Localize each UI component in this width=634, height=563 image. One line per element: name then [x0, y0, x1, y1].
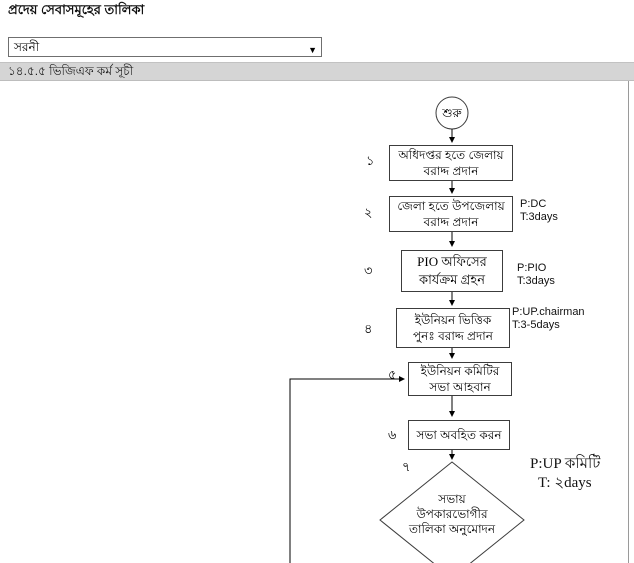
decision-line2: উপকারভোগীর	[416, 507, 488, 521]
flow-step-2-line1: জেলা হতে উপজেলায়	[397, 199, 505, 213]
content-right-border	[628, 81, 629, 563]
flow-step-2-box: জেলা হতে উপজেলায় বরাদ্দ প্রদান	[389, 196, 513, 232]
step-number-5: ৫	[388, 367, 397, 382]
section-header-text: ১৪.৫.৫ ভিজিএফ কর্ম সূচী	[8, 64, 134, 78]
flow-step-4-box: ইউনিয়ন ভিত্তিক পুনঃ বরাদ্দ প্রদান	[396, 308, 510, 348]
annotation-step-7-time: T: ২days	[538, 475, 592, 491]
flow-step-5-line2: সভা আহবান	[429, 380, 491, 394]
report-type-select[interactable]: সরনী ▼	[8, 37, 322, 57]
section-header-bar: ১৪.৫.৫ ভিজিএফ কর্ম সূচী	[0, 62, 634, 81]
annotation-step-2-time: T:3days	[520, 211, 558, 223]
annotation-step-3-person: P:PIO	[517, 262, 547, 274]
step-number-7: ৭	[402, 459, 411, 474]
annotation-step-3: P:PIO T:3days	[517, 262, 555, 288]
flow-step-1-line2: বরাদ্দ প্রদান	[423, 164, 479, 178]
page-title: প্রদেয় সেবাসমূহের তালিকা	[8, 2, 145, 17]
step-number-1: ১	[366, 153, 375, 168]
step-number-3: ৩	[364, 263, 373, 278]
chevron-down-icon[interactable]: ▼	[308, 45, 317, 55]
flow-step-2-line2: বরাদ্দ প্রদান	[423, 215, 479, 229]
annotation-step-7: P:UP কমিটি T: ২days	[530, 455, 600, 493]
flow-step-4-line2: পুনঃ বরাদ্দ প্রদান	[413, 329, 493, 343]
flow-step-3-line1: PIO অফিসের	[417, 254, 487, 269]
flow-step-6-box: সভা অবহিত করন	[408, 420, 510, 450]
annotation-step-4-time: T:3-5days	[512, 319, 560, 331]
flow-step-3-line2: কার্যক্রম গ্রহন	[418, 272, 486, 287]
decision-diamond-label: সভায় উপকারভোগীর তালিকা অনুমোদন	[382, 492, 522, 537]
flow-step-5-box: ইউনিয়ন কমিটির সভা আহবান	[408, 362, 512, 396]
flow-step-5-line1: ইউনিয়ন কমিটির	[420, 364, 500, 378]
decision-line3: তালিকা অনুমোদন	[408, 522, 496, 536]
flow-step-4-line1: ইউনিয়ন ভিত্তিক	[414, 313, 492, 327]
flow-step-6-line1: সভা অবহিত করন	[416, 428, 502, 442]
annotation-step-2: P:DC T:3days	[520, 198, 558, 224]
annotation-step-4-person: P:UP.chairman	[512, 306, 585, 318]
annotation-step-4: P:UP.chairman T:3-5days	[512, 306, 585, 332]
step-number-2: ২	[364, 205, 373, 220]
step-number-6: ৬	[388, 427, 397, 442]
flow-step-1-box: অধিদপ্তর হতে জেলায় বরাদ্দ প্রদান	[389, 145, 513, 181]
annotation-step-3-time: T:3days	[517, 275, 555, 287]
flow-step-3-box: PIO অফিসের কার্যক্রম গ্রহন	[401, 250, 503, 292]
decision-line1: সভায়	[438, 492, 466, 506]
step-number-4: ৪	[364, 321, 373, 336]
annotation-step-2-person: P:DC	[520, 198, 547, 210]
report-type-select-value: সরনী	[14, 40, 40, 54]
start-node-label: শুরু	[442, 106, 462, 120]
annotation-step-7-person: P:UP কমিটি	[530, 456, 601, 472]
flow-step-1-line1: অধিদপ্তর হতে জেলায়	[398, 148, 504, 162]
